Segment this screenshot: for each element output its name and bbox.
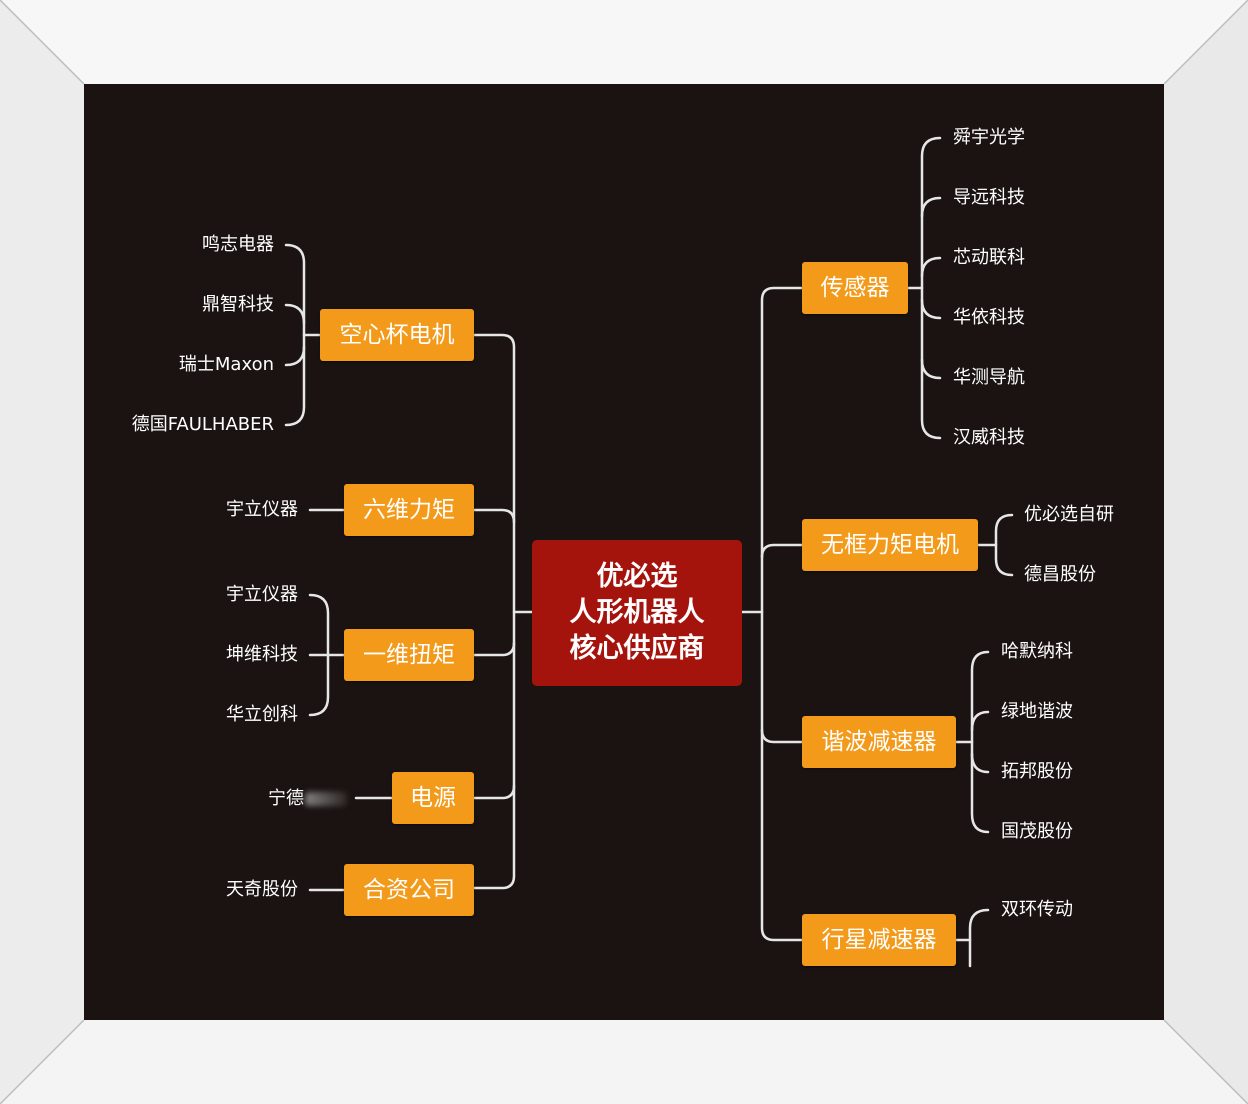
leaf-item: 宇立仪器 — [226, 499, 298, 520]
leaf-item: 拓邦股份 — [1001, 761, 1073, 782]
leaf-item: 宇立仪器 — [226, 584, 298, 605]
center-line-1: 优必选 — [596, 561, 678, 592]
node-power-supply: 电源 — [392, 772, 474, 824]
leaf-item: 鸣志电器 — [202, 234, 274, 255]
leaf-item: 国茂股份 — [1001, 821, 1073, 842]
leaf-item: 华依科技 — [953, 307, 1025, 328]
leaf-item: 宁德 — [268, 788, 304, 809]
node-joint-venture: 合资公司 — [344, 864, 474, 916]
node-planetary-reducer: 行星减速器 — [802, 914, 956, 966]
leaf-item: 天奇股份 — [226, 879, 298, 900]
node-sensor: 传感器 — [802, 262, 908, 314]
center-line-3: 核心供应商 — [569, 633, 705, 664]
leaf-item: 导远科技 — [953, 187, 1025, 208]
center-line-2: 人形机器人 — [569, 597, 705, 628]
leaf-item: 舜宇光学 — [953, 127, 1025, 148]
leaf-item: 华测导航 — [953, 367, 1025, 388]
node-frameless-torque-motor: 无框力矩电机 — [802, 519, 978, 571]
leaf-item: 坤维科技 — [226, 644, 298, 665]
leaf-item: 瑞士Maxon — [178, 354, 274, 375]
center-node: 优必选 人形机器人 核心供应商 — [532, 540, 742, 686]
leaf-item: 芯动联科 — [953, 247, 1025, 268]
leaf-item: 汉威科技 — [953, 427, 1025, 448]
leaf-item: 华立创科 — [226, 704, 298, 725]
node-coreless-motor: 空心杯电机 — [320, 309, 474, 361]
node-six-axis-torque: 六维力矩 — [344, 484, 474, 536]
node-single-axis-torque: 一维扭矩 — [344, 629, 474, 681]
leaf-item: 优必选自研 — [1024, 504, 1114, 525]
leaf-item: 双环传动 — [1001, 899, 1073, 920]
leaf-item: 德国FAULHABER — [131, 414, 274, 435]
leaf-item: 哈默纳科 — [1001, 641, 1073, 662]
leaf-item: 鼎智科技 — [202, 294, 274, 315]
leaf-item: 德昌股份 — [1024, 564, 1096, 585]
leaf-item: 绿地谐波 — [1001, 701, 1073, 722]
node-harmonic-reducer: 谐波减速器 — [802, 716, 956, 768]
blurred-text — [305, 792, 347, 806]
